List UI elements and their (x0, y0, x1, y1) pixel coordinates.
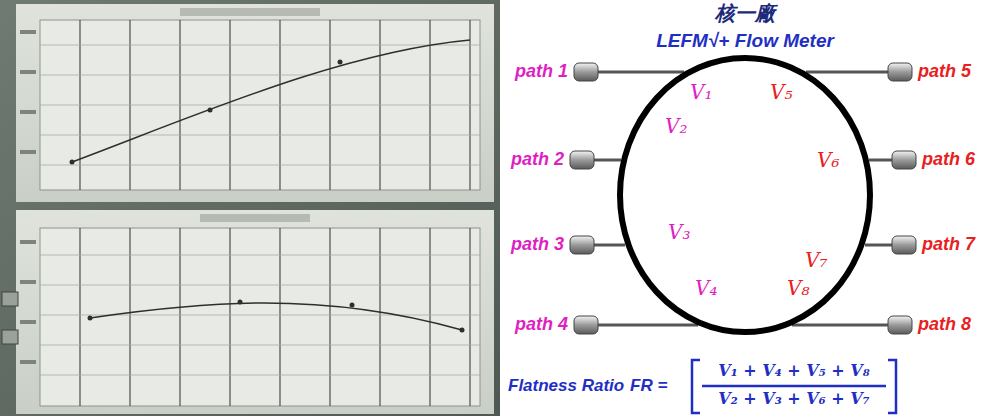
path-label: path 8 (918, 314, 971, 335)
page-title: 核一廠 (715, 2, 775, 25)
pipe-outline (617, 55, 873, 335)
velocity-label: V₆ (817, 149, 839, 171)
velocity-label: V₄ (695, 277, 717, 299)
subtitle: LEFM√+ Flow Meter (656, 30, 834, 52)
velocity-label: V₃ (668, 221, 690, 243)
chart-photo (0, 0, 500, 416)
path-label: path 1 (515, 61, 568, 82)
path-label: path 5 (918, 61, 971, 82)
velocity-label: V₂ (665, 115, 687, 137)
path-label: path 7 (922, 234, 975, 255)
path-label: path 6 (922, 149, 975, 170)
formula-name: Flatness Ratio (508, 376, 624, 396)
formula-symbol: FR = (630, 376, 667, 396)
velocity-label: V₅ (770, 81, 792, 103)
velocity-label: V₁ (690, 81, 712, 103)
path-label: path 2 (511, 149, 564, 170)
velocity-label: V₇ (805, 249, 827, 271)
formula-denominator: V₂ + V₃ + V₆ + V₇ (718, 390, 869, 408)
path-label: path 4 (515, 314, 568, 335)
velocity-label: V₈ (787, 277, 809, 299)
pipe-section: V₁V₂ V₃ V₄ V₅ V₆ V₇ V₈ (617, 55, 873, 335)
formula-brackets (692, 360, 896, 413)
path-label: path 3 (511, 234, 564, 255)
formula-numerator: V₁ + V₄ + V₅ + V₈ (718, 362, 869, 380)
